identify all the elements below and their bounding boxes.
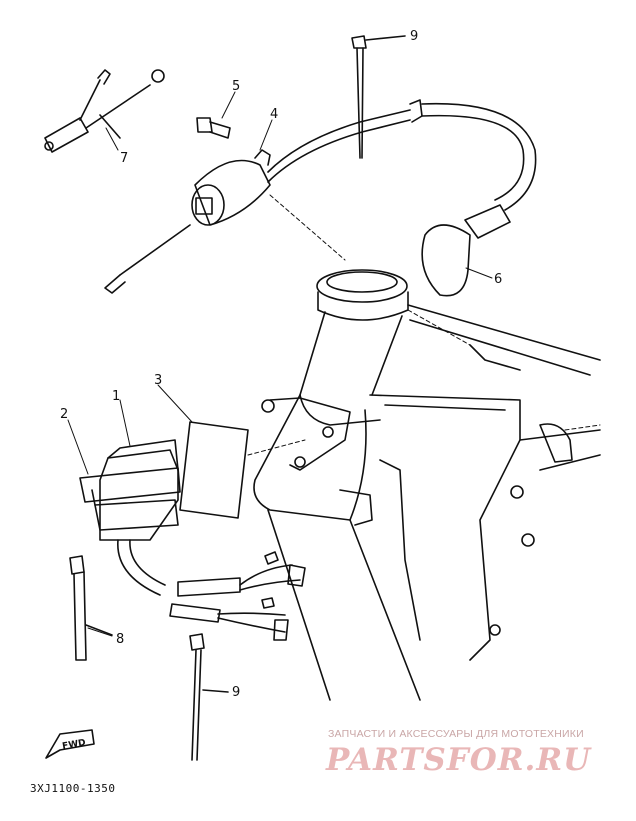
fwd-arrow-icon [45, 729, 95, 759]
part-number-6: 6 [494, 272, 502, 287]
cdi-holder [79, 467, 181, 531]
plug-cap-and-lead [267, 99, 537, 297]
part-number-9-top: 9 [410, 29, 418, 44]
part-number-5: 5 [232, 79, 240, 94]
part-number-9-bottom: 9 [232, 685, 240, 700]
part-number-8: 8 [116, 632, 124, 647]
cdi-unit [99, 439, 179, 596]
fwd-label: FWD [62, 738, 87, 752]
watermark-logo: PARTSFOR.RU [326, 742, 592, 778]
reference-code: 3XJ1100-1350 [30, 782, 116, 795]
ignition-coil [104, 149, 271, 294]
part-number-7: 7 [120, 151, 128, 166]
band [69, 555, 113, 661]
part-number-4: 4 [270, 107, 278, 122]
frame [253, 194, 601, 701]
cable-tie-bottom [189, 633, 229, 761]
part-number-1: 1 [112, 389, 120, 404]
lead-wire [44, 69, 165, 153]
watermark-caption: ЗАПЧАСТИ И АКСЕССУАРЫ ДЛЯ МОТОТЕХНИКИ [328, 728, 584, 740]
part-number-2: 2 [60, 407, 68, 422]
coil-bolt [196, 117, 231, 139]
part-number-3: 3 [154, 373, 162, 388]
mounting-plate [179, 421, 306, 519]
wire-harness [169, 551, 306, 641]
cable-tie-top [351, 35, 406, 159]
